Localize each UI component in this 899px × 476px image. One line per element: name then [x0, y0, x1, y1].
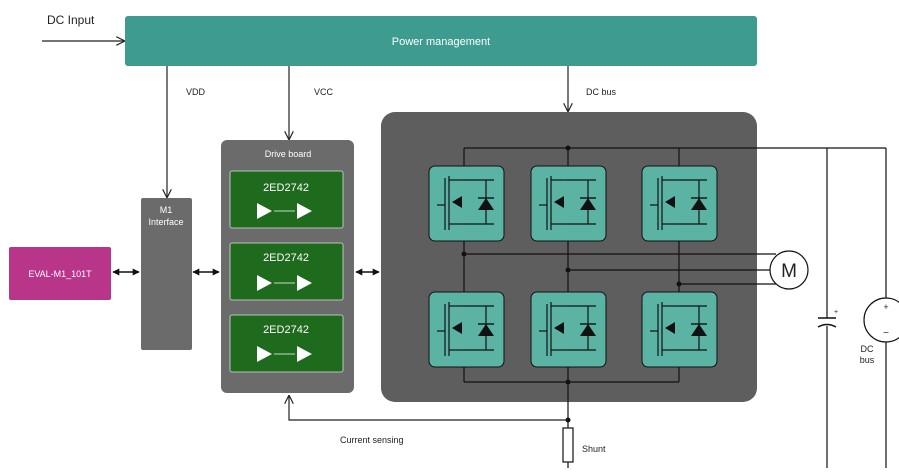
switch-high-2 [530, 165, 607, 242]
dc-bus-right-label-2: bus [860, 355, 875, 365]
switch-low-3 [641, 291, 718, 368]
motor-label: M [781, 261, 797, 282]
vdd-label: VDD [186, 87, 206, 97]
dc-bus-top-label: DC bus [586, 87, 617, 97]
switch-high-1 [428, 165, 505, 242]
driver-ic-3: 2ED2742 [229, 314, 344, 373]
driver-1-label: 2ED2742 [263, 182, 309, 194]
current-sensing-label: Current sensing [340, 435, 404, 445]
m1-interface-block [141, 198, 192, 350]
m1-interface-label-1: M1 [160, 205, 173, 215]
mosfet-icon [452, 322, 462, 334]
motor-icon [769, 250, 809, 290]
mosfet-icon [665, 196, 675, 208]
drive-board-label: Drive board [265, 149, 312, 159]
triangle-amplifier-icon [297, 203, 312, 219]
dc-bus-right-label-1: DC [861, 344, 874, 354]
driver-ic-1: 2ED2742 [229, 170, 344, 229]
capacitor-icon [817, 317, 837, 328]
triangle-amplifier-icon [257, 346, 272, 362]
eval-board-label: EVAL-M1_101T [28, 269, 92, 279]
mosfet-icon [452, 196, 462, 208]
mosfet-icon [554, 322, 564, 334]
inverter-wiring [463, 147, 887, 468]
shunt-resistor-icon [562, 427, 574, 463]
dc-input-label: DC Input [47, 13, 95, 27]
source-plus-label: + [883, 302, 888, 312]
vcc-label: VCC [314, 87, 334, 97]
shunt-label: Shunt [582, 444, 606, 454]
triangle-amplifier-icon [297, 275, 312, 291]
power-management-label: Power management [392, 36, 490, 48]
m1-interface-label-2: Interface [148, 217, 183, 227]
eval-board-block [9, 247, 111, 300]
mosfet-icon [554, 196, 564, 208]
source-minus-label: − [883, 328, 889, 339]
switch-high-3 [641, 165, 718, 242]
driver-ic-2: 2ED2742 [229, 242, 344, 301]
current-sensing-arrow-icon [289, 396, 568, 421]
mosfet-icon [665, 322, 675, 334]
switch-low-1 [428, 291, 505, 368]
triangle-amplifier-icon [257, 275, 272, 291]
power-management-block [125, 16, 757, 66]
triangle-amplifier-icon [257, 203, 272, 219]
triangle-amplifier-icon [297, 346, 312, 362]
driver-2-label: 2ED2742 [263, 252, 309, 264]
switch-low-2 [530, 291, 607, 368]
capacitor-plus-label: + [834, 309, 838, 316]
driver-3-label: 2ED2742 [263, 324, 309, 336]
voltage-source-icon [863, 297, 899, 343]
